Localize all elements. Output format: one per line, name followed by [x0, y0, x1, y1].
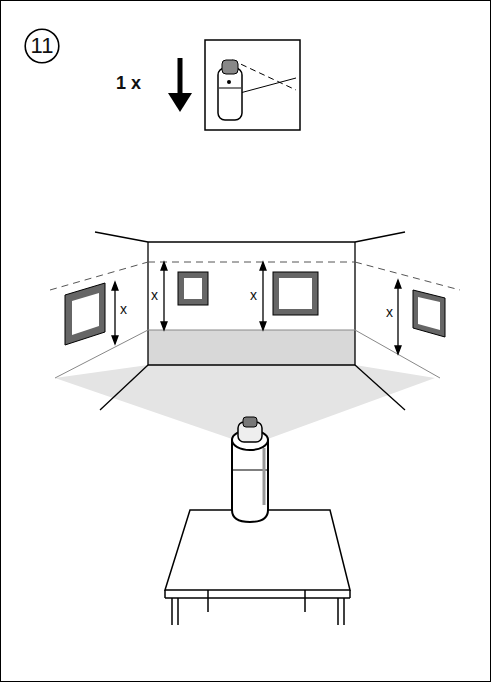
dimension-label: x [249, 288, 258, 302]
repeat-count: 1 x [115, 74, 142, 92]
step-circle: 11 [24, 28, 60, 64]
dimension-label: x [385, 305, 394, 319]
step-number: 11 [31, 33, 54, 59]
dimension-label: x [150, 288, 159, 302]
dimension-label: x [119, 302, 128, 316]
